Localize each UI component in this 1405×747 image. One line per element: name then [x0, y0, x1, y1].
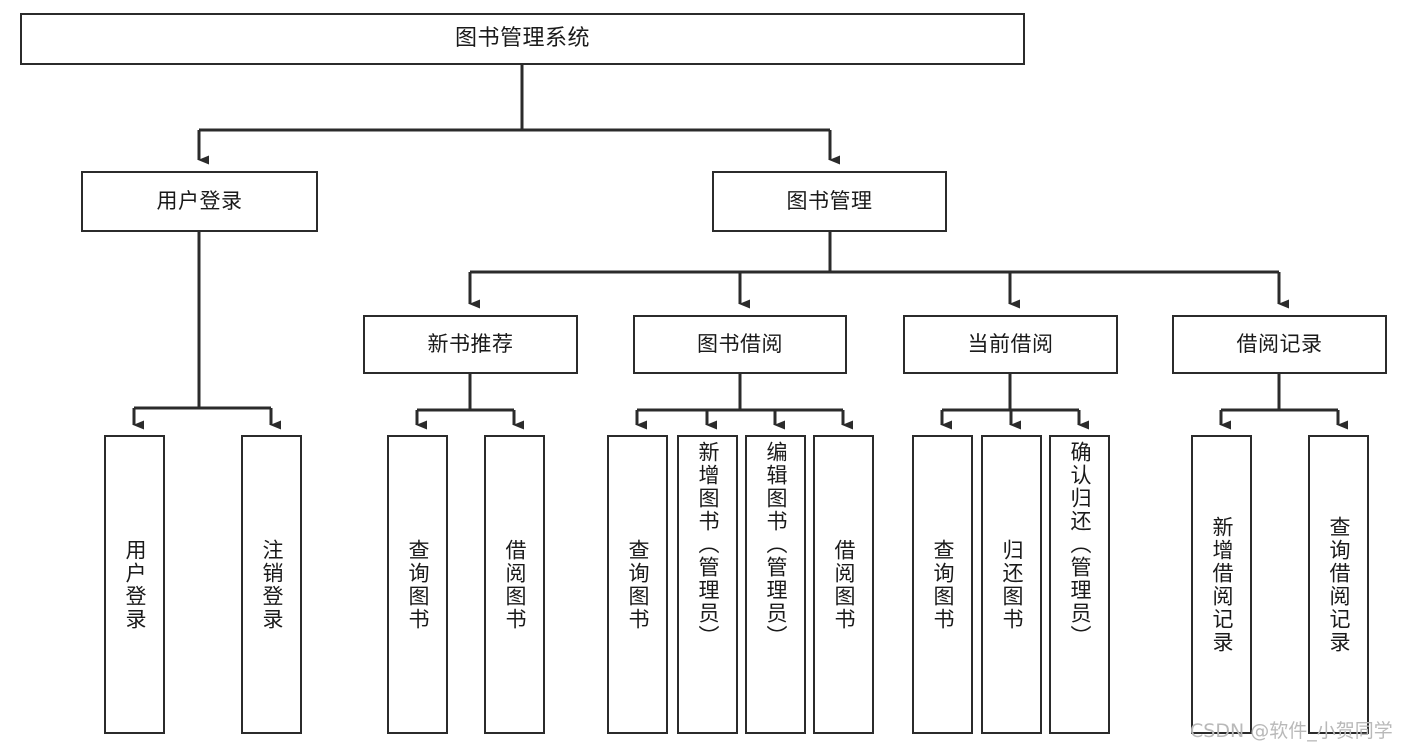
leaf-confirm-return[interactable]: 确认归还（管理员）: [1049, 435, 1110, 734]
node-book-manage-label: 图书管理: [786, 189, 873, 214]
leaf-borrow-book-rec-label: 借阅图书: [503, 538, 527, 631]
leaf-query-book-cur-label: 查询图书: [931, 538, 955, 631]
leaf-query-book-cur[interactable]: 查询图书: [912, 435, 973, 734]
node-borrow-record[interactable]: 借阅记录: [1172, 315, 1387, 374]
leaf-add-book-label: 新增图书（管理员）: [696, 441, 720, 648]
node-borrow-record-label: 借阅记录: [1236, 332, 1323, 357]
leaf-add-record-label: 新增借阅记录: [1210, 515, 1234, 654]
leaf-edit-book[interactable]: 编辑图书（管理员）: [745, 435, 806, 734]
node-user-login[interactable]: 用户登录: [81, 171, 318, 232]
node-current-borrow-label: 当前借阅: [967, 332, 1054, 357]
leaf-borrow-book-rec[interactable]: 借阅图书: [484, 435, 545, 734]
node-new-book-recommend-label: 新书推荐: [427, 332, 514, 357]
node-book-manage[interactable]: 图书管理: [712, 171, 947, 232]
node-user-login-label: 用户登录: [156, 189, 243, 214]
leaf-query-book-label: 查询图书: [626, 538, 650, 631]
leaf-borrow-book-label: 借阅图书: [832, 538, 856, 631]
leaf-query-book-rec-label: 查询图书: [406, 538, 430, 631]
leaf-return-book-label: 归还图书: [1000, 538, 1024, 631]
leaf-user-login-label: 用户登录: [123, 538, 147, 631]
leaf-user-login[interactable]: 用户登录: [104, 435, 165, 734]
node-current-borrow[interactable]: 当前借阅: [903, 315, 1118, 374]
csdn-watermark: CSDN @软件_小贺同学: [1190, 720, 1393, 742]
leaf-query-book[interactable]: 查询图书: [607, 435, 668, 734]
node-book-borrow[interactable]: 图书借阅: [633, 315, 847, 374]
node-new-book-recommend[interactable]: 新书推荐: [363, 315, 578, 374]
leaf-query-record[interactable]: 查询借阅记录: [1308, 435, 1369, 734]
leaf-add-book[interactable]: 新增图书（管理员）: [677, 435, 738, 734]
leaf-return-book[interactable]: 归还图书: [981, 435, 1042, 734]
node-book-borrow-label: 图书借阅: [697, 332, 783, 357]
leaf-borrow-book[interactable]: 借阅图书: [813, 435, 874, 734]
node-root-label: 图书管理系统: [454, 26, 590, 52]
leaf-add-record[interactable]: 新增借阅记录: [1191, 435, 1252, 734]
leaf-user-logout-label: 注销登录: [260, 538, 284, 631]
leaf-user-logout[interactable]: 注销登录: [241, 435, 302, 734]
node-root[interactable]: 图书管理系统: [20, 13, 1025, 65]
leaf-query-record-label: 查询借阅记录: [1327, 515, 1351, 654]
leaf-confirm-return-label: 确认归还（管理员）: [1068, 441, 1092, 648]
leaf-edit-book-label: 编辑图书（管理员）: [764, 441, 788, 648]
leaf-query-book-rec[interactable]: 查询图书: [387, 435, 448, 734]
